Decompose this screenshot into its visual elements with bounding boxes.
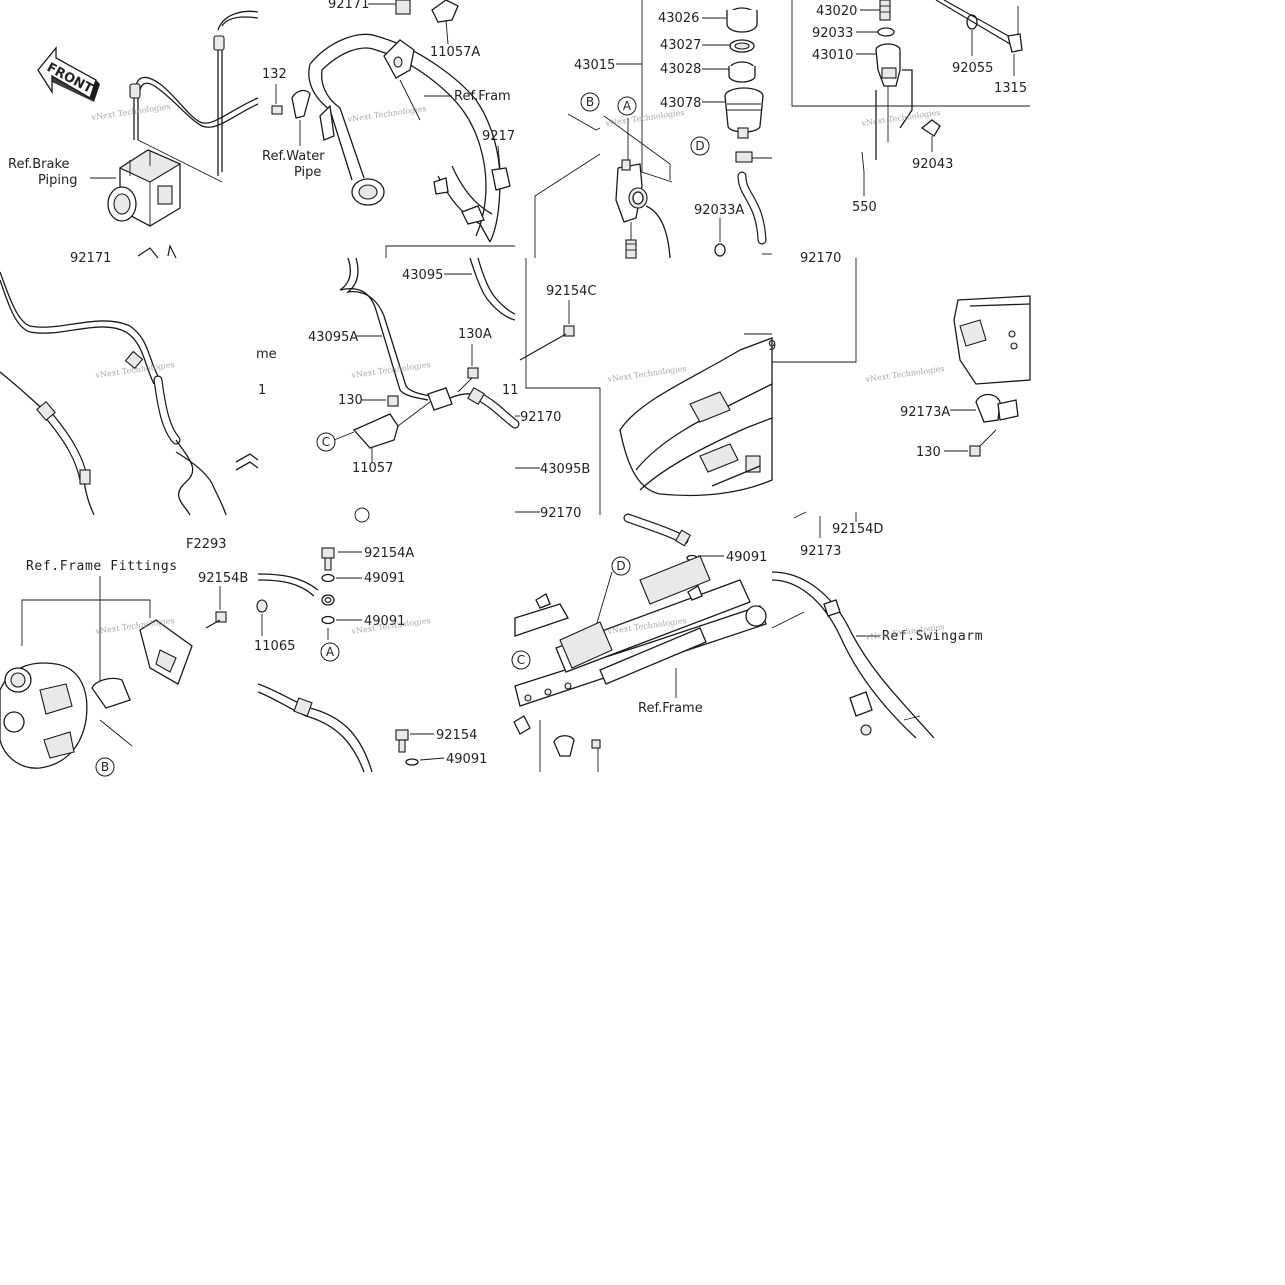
part-number-49091-3: 49091 <box>446 752 487 767</box>
part-number-43095A: 43095A <box>308 330 358 345</box>
tile-side-bracket: 92170 92173A 130 vNext Technologies <box>772 251 1031 460</box>
diagram-code: F2293 <box>186 537 227 552</box>
rear-frame-rails <box>514 555 767 707</box>
clamp-92173A <box>975 393 1019 423</box>
tile-rear-frame: 49091 D C Ref.Frame vNext Technologies <box>511 513 767 772</box>
ref-frame-fittings-label: Ref.Frame Fittings <box>26 559 178 574</box>
ref-water-pipe-label-1: Ref.Water <box>262 149 325 164</box>
banjo-bolt-92154A <box>321 547 335 571</box>
part-number-130-mid: 130 <box>338 393 363 408</box>
part-number-92154D: 92154D <box>832 522 883 537</box>
ref-frame-label-bottom: Ref.Frame <box>638 701 703 716</box>
part-number-92171-top: 92171 <box>328 0 369 12</box>
part-number-43095: 43095 <box>402 268 443 283</box>
part-number-92171-left: 92171 <box>70 251 111 266</box>
part-number-550: 550 <box>852 200 877 215</box>
part-number-49091-2: 49091 <box>364 614 405 629</box>
part-number-130A: 130A <box>458 327 492 342</box>
tile-frame-closeup: 92154C 9 vNext Technologies <box>519 258 776 515</box>
tile-caliper: F2293 Ref.Frame Fittings 92154B B vNext … <box>0 537 248 777</box>
ref-brake-piping-label-1: Ref.Brake <box>8 157 70 172</box>
part-number-92170-a: 92170 <box>520 410 561 425</box>
callout-b-bottom: B <box>101 760 109 774</box>
ref-brake-piping-label-2: Piping <box>38 173 78 188</box>
part-number-1315: 1315 <box>994 81 1027 96</box>
brake-junction-block <box>427 387 520 429</box>
watermark-6: vNext Technologies <box>350 360 431 380</box>
part-number-11-cut: 11 <box>502 383 519 398</box>
part-number-43020: 43020 <box>816 4 857 19</box>
part-number-130-right: 130 <box>916 445 941 460</box>
tile-brake-hoses: me 1 vNext Technologies <box>0 271 277 516</box>
part-number-11065: 11065 <box>254 639 295 654</box>
watermark-8: vNext Technologies <box>864 364 945 384</box>
part-number-43028: 43028 <box>660 62 701 77</box>
tile-frame-bracket: 92171 11057A 132 Ref.Water Pipe Ref.Fram… <box>262 0 515 243</box>
abs-unit <box>107 149 182 227</box>
part-number-11057A: 11057A <box>430 45 480 60</box>
part-number-92154A: 92154A <box>364 546 414 561</box>
part-number-43078: 43078 <box>660 96 701 111</box>
part-number-92170-top: 92170 <box>800 251 841 266</box>
tile-master-cylinder: 43026 43027 43028 43078 43015 B A D <box>534 0 772 259</box>
ref-swingarm-label: Ref.Swingarm <box>882 629 983 644</box>
callout-d-bottom: D <box>616 559 625 573</box>
reservoir-tank-43078 <box>724 87 764 139</box>
rear-master-cylinder-43010 <box>875 43 901 142</box>
part-number-92055: 92055 <box>952 61 993 76</box>
part-number-92173: 92173 <box>800 544 841 559</box>
part-number-92033A: 92033A <box>694 203 744 218</box>
watermark-3: vNext Technologies <box>604 108 685 128</box>
part-number-49091-1: 49091 <box>364 571 405 586</box>
callout-a-bottom: A <box>326 645 335 659</box>
part-number-11057: 11057 <box>352 461 393 476</box>
ref-frame-label-top: Ref.Fram <box>454 89 511 104</box>
tile-rear-master-cylinder: 43020 92033 43010 550 92055 1315 92043 v… <box>791 0 1030 215</box>
part-number-92154C: 92154C <box>546 284 596 299</box>
part-number-43015: 43015 <box>574 58 615 73</box>
part-number-9217-right: 9217 <box>482 129 515 144</box>
part-number-1-cut: 1 <box>258 383 266 398</box>
tile-banjo-bolts: 11065 92154A 49091 49091 A 92154 49091 <box>254 546 487 773</box>
tile-swingarm: 92173 92154D Ref.Swingarm vNext Technolo… <box>771 511 983 739</box>
callout-c-mid: C <box>322 435 330 449</box>
part-number-43027: 43027 <box>660 38 701 53</box>
part-number-49091-4: 49091 <box>726 550 767 565</box>
part-number-92043: 92043 <box>912 157 953 172</box>
callout-b-top: B <box>586 95 594 109</box>
watermark-7: vNext Technologies <box>606 364 687 384</box>
part-number-92154B: 92154B <box>198 571 248 586</box>
tile-abs-unit: FRONT Ref.Brake Piping 92171 vN <box>8 10 259 266</box>
part-number-92154: 92154 <box>436 728 477 743</box>
master-cylinder <box>615 118 671 259</box>
front-arrow-icon: FRONT <box>37 46 100 102</box>
watermark-2: vNext Technologies <box>346 104 427 124</box>
brake-caliper <box>0 662 88 769</box>
part-number-43095B: 43095B <box>540 462 590 477</box>
ref-frame-label-mid: me <box>256 347 277 362</box>
banjo-bolt-92154 <box>395 729 409 753</box>
part-number-92173A: 92173A <box>900 405 950 420</box>
swingarm <box>771 571 935 739</box>
callout-c-bottom: C <box>517 653 525 667</box>
ref-water-pipe-label-2: Pipe <box>294 165 321 180</box>
part-number-43026: 43026 <box>658 11 699 26</box>
callout-d-top: D <box>695 139 704 153</box>
part-number-9-cut: 9 <box>768 339 776 354</box>
part-number-92033: 92033 <box>812 26 853 41</box>
reservoir-cap-43026 <box>726 7 758 33</box>
callout-a-top: A <box>623 99 632 113</box>
watermark-1: vNext Technologies <box>90 102 171 122</box>
part-number-132: 132 <box>262 67 287 82</box>
part-number-43010: 43010 <box>812 48 853 63</box>
part-number-92170-b: 92170 <box>540 506 581 521</box>
